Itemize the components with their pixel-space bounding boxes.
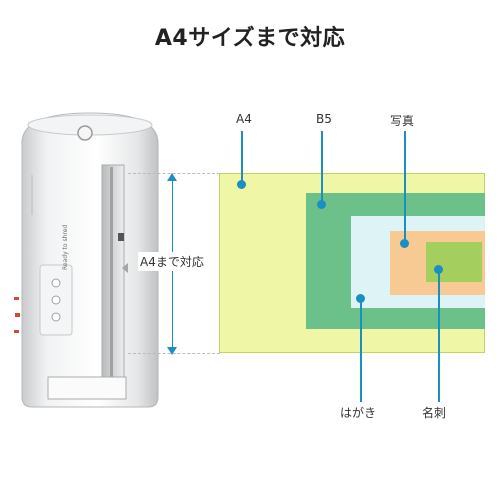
label-meishi: 名刺 [422, 406, 447, 420]
dot-b5 [317, 200, 326, 209]
arrow-down-icon [167, 347, 177, 355]
pointer-a4 [241, 131, 243, 183]
shredder-illustration [14, 112, 159, 408]
dot-meishi [434, 265, 443, 274]
meishi-rect [426, 242, 482, 282]
pointer-postcard [360, 300, 362, 402]
label-b5: B5 [316, 112, 332, 126]
dot-photo [400, 239, 409, 248]
label-photo: 写真 [390, 114, 415, 128]
support-label: A4まで対応 [138, 252, 206, 271]
guide-bottom [128, 353, 220, 354]
bin-window [47, 376, 127, 400]
label-postcard: はがき [340, 406, 377, 420]
label-a4: A4 [236, 112, 252, 126]
dot-a4 [237, 180, 246, 189]
pointer-photo [404, 131, 406, 243]
power-button [77, 125, 93, 141]
guide-top [128, 173, 220, 174]
dot-postcard [356, 294, 365, 303]
pointer-b5 [321, 131, 323, 203]
pointer-meishi [438, 271, 440, 402]
arrow-up-icon [167, 173, 177, 181]
brand-label: Ready to shred [62, 224, 69, 270]
page-title: A4サイズまで対応 [154, 26, 346, 51]
